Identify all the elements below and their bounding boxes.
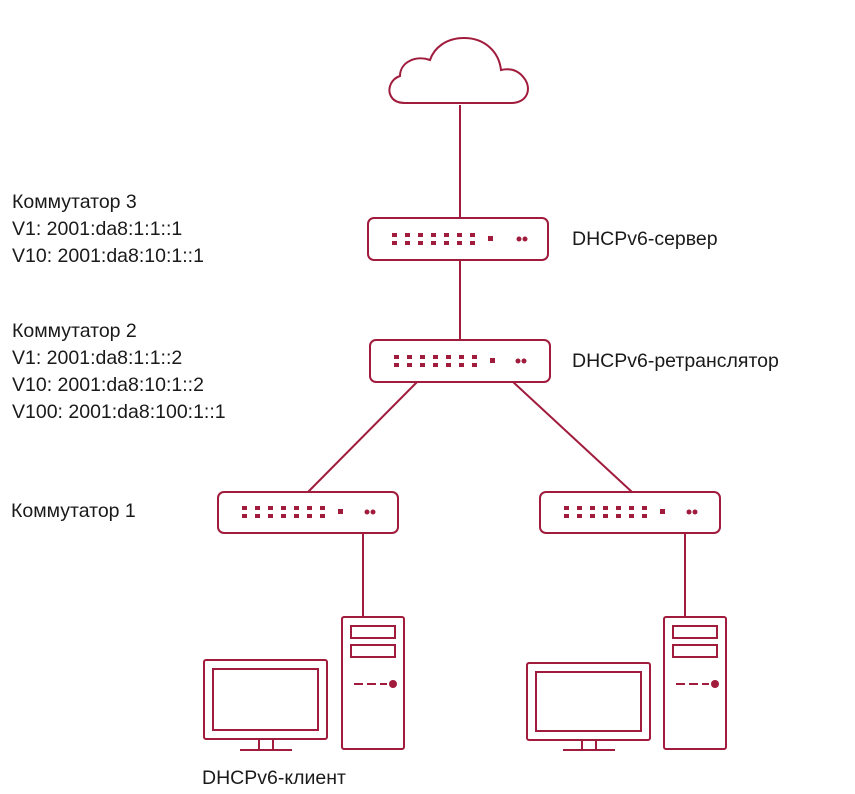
switch2-name: Коммутатор 2	[12, 320, 137, 342]
computer1-icon	[203, 616, 405, 751]
switch2-v1-address: V1: 2001:da8:1:1::2	[12, 347, 183, 369]
switch3-v1-address: V1: 2001:da8:1:1::1	[12, 218, 183, 240]
switch-right-icon	[539, 491, 721, 534]
switch2-v100-address: V100: 2001:da8:100:1::1	[12, 401, 226, 423]
switch1-name: Коммутатор 1	[11, 500, 136, 522]
switch3-icon	[367, 217, 549, 261]
client-label: DHCPv6-клиент	[202, 767, 346, 789]
switch3-name: Коммутатор 3	[12, 191, 137, 213]
computer2-icon	[526, 616, 727, 751]
switch3-role-label: DHCPv6-сервер	[572, 228, 718, 250]
link-switch2-switch1	[307, 380, 419, 493]
connection-lines	[307, 105, 686, 617]
switch1-icon	[217, 491, 399, 534]
switch2-role-label: DHCPv6-ретранслятор	[572, 350, 779, 372]
switch2-icon	[369, 339, 551, 383]
link-switch2-switch-right	[511, 380, 633, 493]
switch3-v10-address: V10: 2001:da8:10:1::1	[12, 245, 204, 267]
switch2-v10-address: V10: 2001:da8:10:1::2	[12, 374, 204, 396]
cloud-icon	[388, 36, 529, 104]
